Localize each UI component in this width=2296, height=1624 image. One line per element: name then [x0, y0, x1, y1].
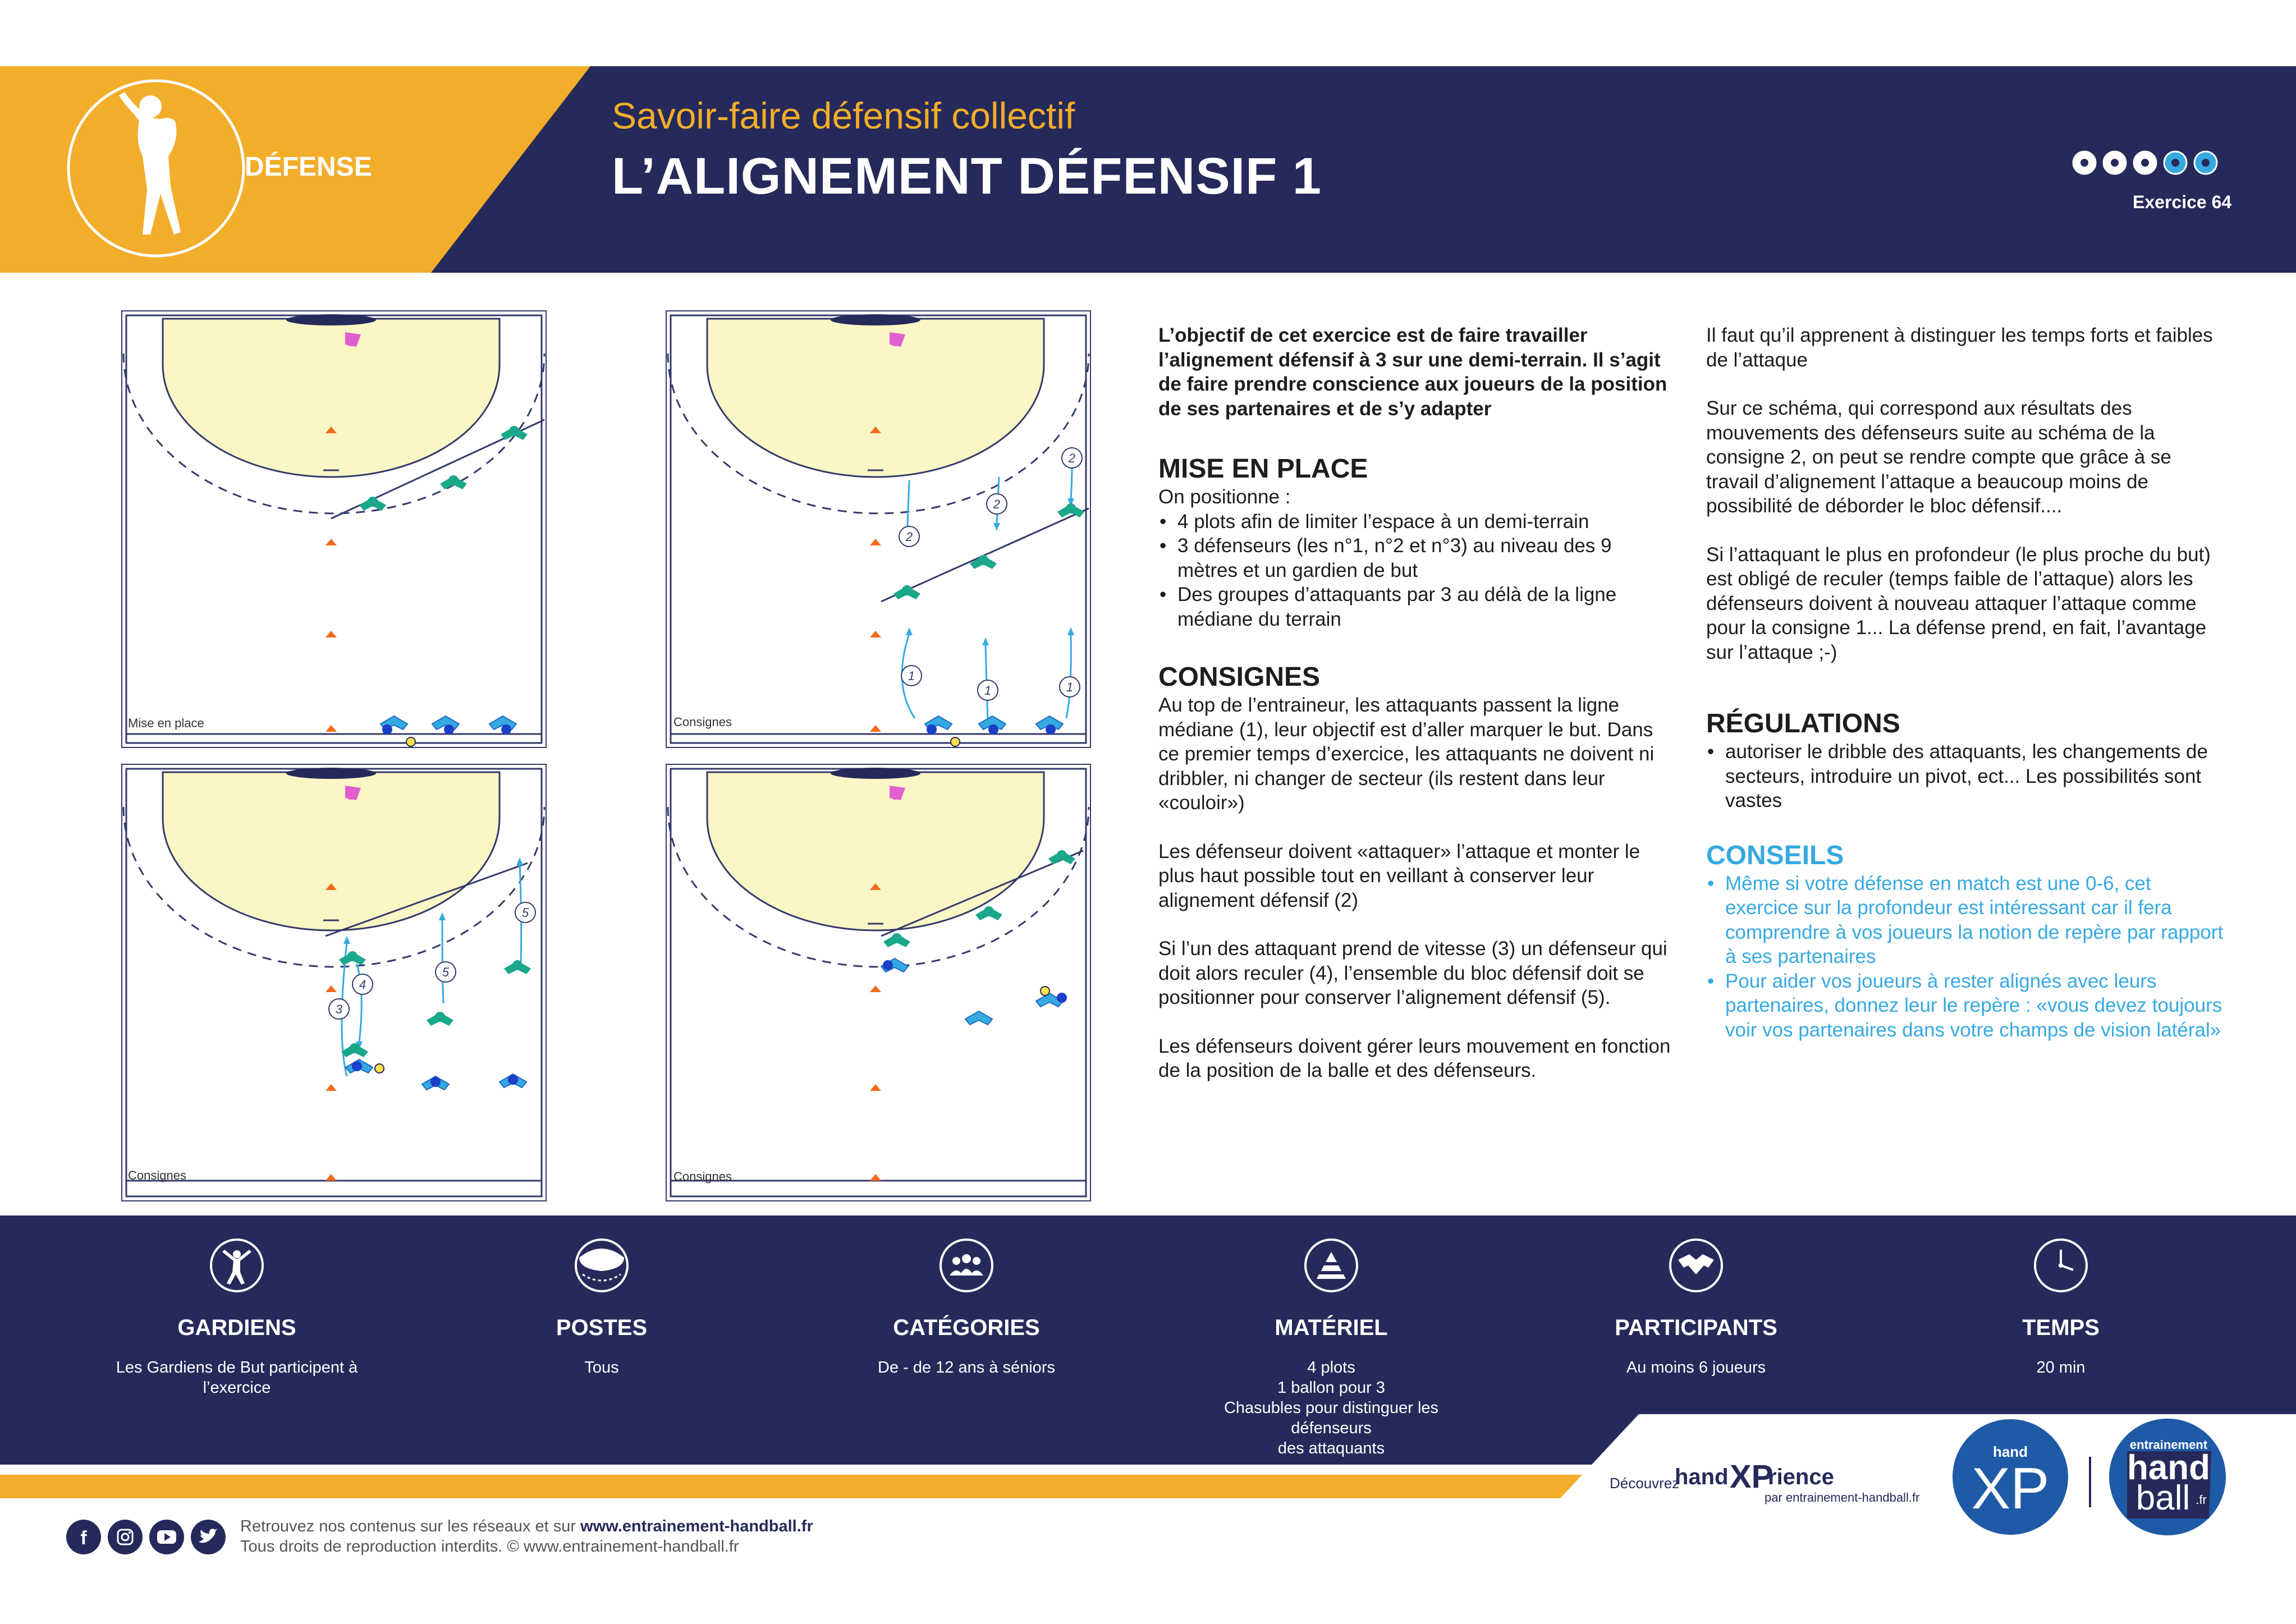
info-value: 4 plots 1 ballon pour 3 Chasubles pour d…: [1223, 1359, 1439, 1457]
step-number: 1: [908, 669, 915, 683]
page-title: L’ALIGNEMENT DÉFENSIF 1: [612, 148, 1322, 205]
header-yellow-panel: [0, 66, 590, 273]
section-title-setup: MISE EN PLACE: [1158, 454, 1368, 484]
setup-item: 3 défenseurs (les n°1, n°2 et n°3) au ni…: [1158, 534, 1675, 582]
svg-text:f: f: [80, 1527, 87, 1549]
regulation-item: autoriser le dribble des attaquants, les…: [1706, 740, 2228, 813]
info-label: PARTICIPANTS: [1615, 1315, 1777, 1340]
info-label: POSTES: [556, 1315, 648, 1340]
brand-rience: rience: [1768, 1465, 1834, 1489]
court-diagram-instructions-3: [666, 764, 1091, 1201]
court-icon: [575, 1238, 629, 1292]
footer-yellow-bar: [0, 1475, 1605, 1498]
svg-text:XP: XP: [1972, 1456, 2050, 1521]
svg-text:entrainement: entrainement: [2130, 1438, 2208, 1452]
instructions-paragraph: Si l’un des attaquant prend de vitesse (…: [1158, 938, 1667, 1008]
diagram-label-instructions-2: Consignes: [128, 1168, 186, 1182]
site-link[interactable]: www.entrainement-handball.fr: [580, 1517, 813, 1535]
footer-credits: Retrouvez nos contenus sur les réseaux e…: [240, 1517, 813, 1556]
note-paragraph: Si l’attaquant le plus en profondeur (le…: [1706, 543, 2211, 663]
twitter-icon[interactable]: [191, 1520, 226, 1554]
court-diagram-instructions-2: 3 4 5 5: [121, 764, 547, 1201]
diagram-label-instructions-3: Consignes: [673, 1169, 732, 1183]
jersey-icon: [1669, 1238, 1723, 1292]
diagram-label-setup: Mise en place: [128, 716, 204, 730]
note-paragraph: Il faut qu’il apprenent à distinguer les…: [1706, 324, 2213, 371]
diagram-label-instructions-1: Consignes: [673, 715, 732, 729]
note-paragraph: Sur ce schéma, qui correspond aux résult…: [1706, 397, 2171, 517]
info-categories: CATÉGORIES De - de 12 ans à séniors: [826, 1237, 1107, 1378]
info-label: MATÉRIEL: [1275, 1315, 1388, 1340]
info-value: 20 min: [2036, 1359, 2086, 1377]
step-number: 2: [1068, 451, 1075, 465]
section-title-regulations: RÉGULATIONS: [1706, 709, 1900, 738]
setup-lead: On positionne :: [1158, 486, 1291, 508]
defender-silhouette-icon: [119, 92, 181, 235]
info-participants: PARTICIPANTS Au moins 6 joueurs: [1556, 1237, 1836, 1378]
step-number: 3: [336, 1002, 343, 1016]
brand-by: par entrainement-handball.fr: [1765, 1490, 1920, 1504]
info-value: Tous: [584, 1359, 619, 1377]
step-number: 4: [359, 978, 366, 992]
svg-text:ball: ball: [2136, 1479, 2190, 1517]
youtube-icon[interactable]: [149, 1520, 184, 1554]
instructions-paragraph: Au top de l’entraineur, les attaquants p…: [1158, 694, 1655, 814]
step-number: 5: [522, 906, 529, 920]
instructions-paragraph: Les défenseurs doivent gérer leurs mouve…: [1158, 1035, 1671, 1082]
instagram-icon[interactable]: [108, 1520, 143, 1554]
exercise-number: Exercice 64: [2133, 192, 2232, 212]
section-title-instructions: CONSIGNES: [1158, 662, 1321, 692]
category-label: DÉFENSE: [245, 152, 372, 182]
info-label: GARDIENS: [177, 1315, 296, 1340]
difficulty-rating: [2072, 150, 2218, 175]
goalkeeper-icon: [210, 1238, 264, 1292]
info-label: TEMPS: [2022, 1315, 2100, 1340]
tip-item: Même si votre défense en match est une 0…: [1706, 871, 2228, 969]
tip-item: Pour aider vos joueurs à rester alignés …: [1706, 969, 2228, 1043]
step-number: 1: [984, 683, 991, 698]
side-text-column: Il faut qu’il apprenent à distinguer les…: [1706, 323, 2228, 1042]
step-number: 2: [905, 530, 913, 544]
brand-xp: XP: [1730, 1458, 1773, 1495]
section-title-tips: CONSEILS: [1706, 840, 1844, 870]
handxp-logo[interactable]: hand XP: [1947, 1414, 2077, 1543]
info-duration: TEMPS 20 min: [1921, 1237, 2201, 1378]
svg-text:.fr: .fr: [2196, 1493, 2207, 1507]
facebook-icon[interactable]: f: [66, 1520, 101, 1554]
brand-hand: hand: [1675, 1465, 1729, 1489]
step-number: 1: [1066, 680, 1073, 694]
instructions-paragraph: Les défenseur doivent «attaquer» l’attaq…: [1158, 840, 1640, 911]
svg-text:hand: hand: [1993, 1443, 2028, 1460]
info-positions: POSTES Tous: [461, 1237, 742, 1378]
court-diagram-instructions-1: 2 2 2 1 1 1: [666, 310, 1091, 748]
info-goalkeepers: GARDIENS Les Gardiens de But participent…: [97, 1237, 377, 1398]
step-number: 5: [442, 965, 450, 979]
cone-icon: [1304, 1238, 1358, 1292]
setup-item: 4 plots afin de limiter l’espace à un de…: [1158, 510, 1675, 534]
info-equipment: MATÉRIEL 4 plots 1 ballon pour 3 Chasubl…: [1191, 1237, 1472, 1458]
svg-text:hand: hand: [2127, 1448, 2210, 1487]
info-label: CATÉGORIES: [893, 1315, 1040, 1340]
setup-item: Des groupes d’attaquants par 3 au délà d…: [1158, 582, 1675, 631]
main-text-column: L’objectif de cet exercice est de faire …: [1158, 323, 1675, 1083]
discover-label: Découvrez: [1610, 1475, 1680, 1492]
court-diagram-setup: [121, 310, 547, 748]
clock-icon: [2034, 1238, 2088, 1292]
group-icon: [940, 1238, 993, 1292]
page-subtitle: Savoir-faire défensif collectif: [612, 95, 1075, 136]
info-value: Au moins 6 joueurs: [1626, 1359, 1766, 1377]
logo-divider: [2089, 1457, 2091, 1507]
intro-text: L’objectif de cet exercice est de faire …: [1158, 324, 1667, 420]
info-value: Les Gardiens de But participent à l’exer…: [116, 1359, 358, 1397]
info-value: De - de 12 ans à séniors: [878, 1359, 1055, 1377]
step-number: 2: [993, 497, 1000, 511]
entrainement-handball-logo[interactable]: entrainement hand ball .fr: [2105, 1414, 2234, 1543]
